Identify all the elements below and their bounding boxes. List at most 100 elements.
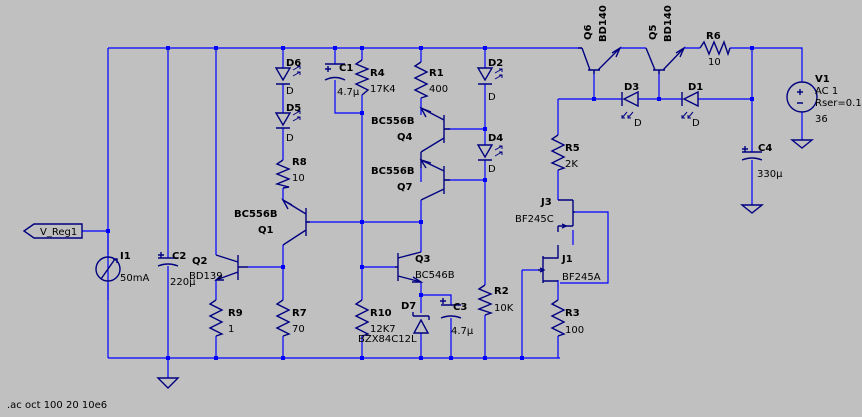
voltage-source-v1[interactable]: V1 AC 1 Rser=0.1 36: [786, 74, 862, 125]
d6-ref: D6: [286, 58, 301, 69]
transistor-q1[interactable]: BC556B Q1: [234, 198, 310, 246]
transistor-q5[interactable]: Q5 BD140: [645, 5, 686, 74]
d5-ref: D5: [286, 103, 301, 114]
c1-ref: C1: [339, 63, 353, 74]
r6-value: 10: [708, 57, 721, 68]
d3-value: D: [634, 118, 642, 129]
r9-ref: R9: [228, 308, 243, 319]
q3-value: BC546B: [415, 270, 455, 281]
r5-ref: R5: [565, 143, 580, 154]
r5-value: 2K: [565, 159, 578, 170]
r8-value: 10: [292, 173, 305, 184]
q6-ref: Q6: [583, 24, 594, 40]
i1-ref: I1: [120, 251, 131, 262]
jfet-j1[interactable]: J1 BF245A: [538, 245, 601, 283]
resistor-r5[interactable]: R5 2K: [550, 134, 580, 171]
q5-value: BD140: [663, 5, 674, 42]
led-d4[interactable]: D4 D: [476, 133, 503, 175]
r4-ref: R4: [370, 68, 385, 79]
v1-rser: Rser=0.1: [815, 98, 862, 109]
capacitor-c2[interactable]: C2 220µ: [157, 251, 196, 288]
capacitor-c1[interactable]: C1 4.7µ: [324, 63, 360, 98]
j1-ref: J1: [561, 254, 573, 265]
resistor-r2[interactable]: R2 10K: [477, 284, 514, 316]
current-source-i1[interactable]: I1 50mA: [95, 251, 149, 284]
resistor-r1[interactable]: R1 400: [413, 61, 448, 99]
ground-symbol: [740, 204, 764, 214]
d1-ref: D1: [688, 82, 703, 93]
d2-ref: D2: [488, 58, 503, 69]
capacitor-c3[interactable]: C3 4.7µ: [440, 298, 474, 337]
v1-ac: AC 1: [815, 86, 838, 97]
net-label-text: V_Reg1: [40, 227, 77, 238]
j1-value: BF245A: [562, 272, 601, 283]
d6-value: D: [286, 86, 294, 97]
led-d2[interactable]: D2 D: [476, 58, 503, 103]
q2-value: BD139: [189, 271, 223, 282]
r2-value: 10K: [494, 303, 514, 314]
wires: [82, 47, 803, 378]
i1-value: 50mA: [120, 273, 149, 284]
c3-ref: C3: [453, 302, 467, 313]
r1-value: 400: [429, 84, 448, 95]
r7-value: 70: [292, 324, 305, 335]
resistor-r10[interactable]: R10 12K7: [354, 299, 396, 337]
d1-value: D: [692, 118, 700, 129]
led-d1[interactable]: D1 D: [681, 82, 703, 129]
junctions: [106, 46, 754, 360]
capacitor-c4[interactable]: C4 330µ: [741, 143, 783, 180]
net-label-vreg1[interactable]: V_Reg1: [22, 223, 83, 239]
resistor-r4[interactable]: R4 17K4: [354, 59, 396, 96]
c2-value: 220µ: [170, 277, 196, 288]
resistor-r7[interactable]: R7 70: [275, 299, 307, 337]
q7-ref: Q7: [397, 182, 413, 193]
c3-value: 4.7µ: [451, 326, 474, 337]
j3-value: BF245C: [515, 214, 554, 225]
q1-ref: Q1: [258, 225, 274, 236]
r9-value: 1: [228, 324, 234, 335]
transistor-q3[interactable]: Q3 BC546B: [395, 251, 455, 283]
q7-value: BC556B: [371, 166, 414, 177]
r3-value: 100: [565, 325, 584, 336]
led-d6[interactable]: D6 D: [274, 58, 301, 97]
transistor-q6[interactable]: Q6 BD140: [578, 5, 622, 74]
r6-ref: R6: [706, 31, 721, 42]
resistor-r3[interactable]: R3 100: [550, 299, 584, 337]
zener-d7[interactable]: D7 BZX84C12L: [358, 301, 430, 345]
d4-value: D: [488, 164, 496, 175]
d4-ref: D4: [488, 133, 503, 144]
transistor-q2[interactable]: Q2 BD139: [189, 254, 248, 282]
led-d3[interactable]: D3 D: [621, 82, 642, 129]
q2-ref: Q2: [192, 256, 208, 267]
r4-value: 17K4: [370, 84, 396, 95]
q1-value: BC556B: [234, 209, 277, 220]
spice-directive[interactable]: .ac oct 100 20 10e6: [7, 400, 107, 411]
resistor-r9[interactable]: R9 1: [208, 299, 243, 337]
r1-ref: R1: [429, 68, 444, 79]
d3-ref: D3: [624, 82, 639, 93]
led-d5[interactable]: D5 D: [274, 103, 301, 144]
r8-ref: R8: [292, 157, 307, 168]
q6-value: BD140: [598, 5, 609, 42]
v1-value: 36: [815, 114, 828, 125]
resistor-r6[interactable]: R6 10: [699, 31, 731, 68]
r10-value: 12K7: [370, 324, 396, 335]
resistor-r8[interactable]: R8 10: [274, 157, 307, 189]
c4-value: 330µ: [757, 169, 783, 180]
j3-ref: J3: [540, 197, 552, 208]
c1-value: 4.7µ: [337, 87, 360, 98]
jfet-j3[interactable]: J3 BF245C: [515, 197, 575, 232]
transistor-q4[interactable]: BC556B Q4: [371, 106, 450, 168]
c4-ref: C4: [758, 143, 772, 154]
transistor-q7[interactable]: BC556B Q7: [371, 158, 450, 201]
d7-ref: D7: [401, 301, 416, 312]
r7-ref: R7: [292, 308, 307, 319]
q4-value: BC556B: [371, 116, 414, 127]
c2-ref: C2: [172, 251, 186, 262]
d5-value: D: [286, 133, 294, 144]
v1-ref: V1: [815, 74, 830, 85]
ground-symbol: [790, 139, 814, 149]
q4-ref: Q4: [397, 132, 413, 143]
d7-value: BZX84C12L: [358, 334, 417, 345]
